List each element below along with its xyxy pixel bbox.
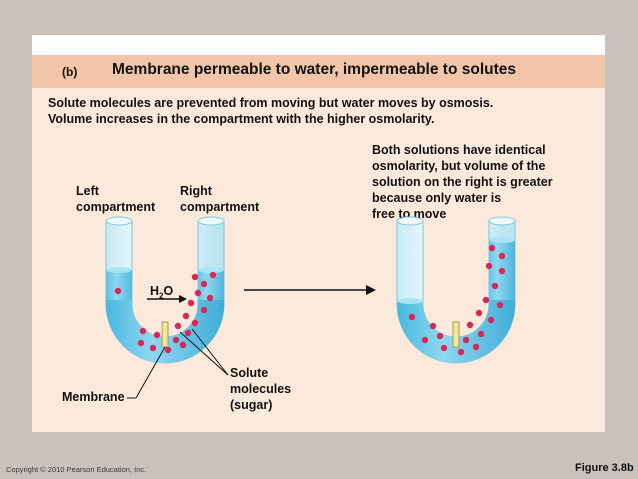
solutes-after [408,244,506,356]
solute-leader-line-2 [191,328,229,376]
process-arrow [244,285,376,295]
header-bar [32,55,605,88]
note-line-3: solution on the right is greater [372,175,553,189]
note-line-4: because only water is [372,191,502,205]
u-tube-after [396,216,516,364]
part-label: (b) [62,65,78,79]
membrane-leader-line [135,346,166,399]
water-label: H2O [150,284,174,301]
right-compartment-label-line-1: Right [180,184,212,198]
left-compartment-label-line-1: Left [76,184,99,198]
right-compartment-label-line-2: compartment [180,200,260,214]
description-line-2: Volume increases in the compartment with… [48,112,435,126]
solute-label-line-1: Solute [230,366,269,380]
left-compartment-label: Left compartment [76,183,155,215]
u-tube-before [105,216,229,399]
water-flow-arrowhead [179,295,187,303]
membrane-label: Membrane [62,390,125,404]
result-note: Both solutions have identical osmolarity… [372,142,553,222]
right-compartment-label: Right compartment [180,183,259,215]
membrane-before [161,321,169,348]
solute-label-line-2: molecules [230,382,292,396]
note-line-1: Both solutions have identical [372,143,546,157]
description: Solute molecules are prevented from movi… [48,95,493,127]
solutes-before [114,271,217,354]
copyright-notice: Copyright © 2010 Pearson Education, Inc. [6,465,147,474]
solute-label-line-3: (sugar) [230,398,273,412]
membrane-after [452,321,460,348]
figure-number: Figure 3.8b [575,462,634,474]
solute-label: Solute molecules (sugar) [230,365,291,413]
note-line-2: osmolarity, but volume of the [372,159,546,173]
left-compartment-label-line-2: compartment [76,200,156,214]
solute-leader-line-1 [179,331,229,376]
description-line-1: Solute molecules are prevented from movi… [48,96,494,110]
top-strip [32,35,605,55]
note-line-5: free to move [372,207,447,221]
figure-title: Membrane permeable to water, impermeable… [112,61,516,78]
